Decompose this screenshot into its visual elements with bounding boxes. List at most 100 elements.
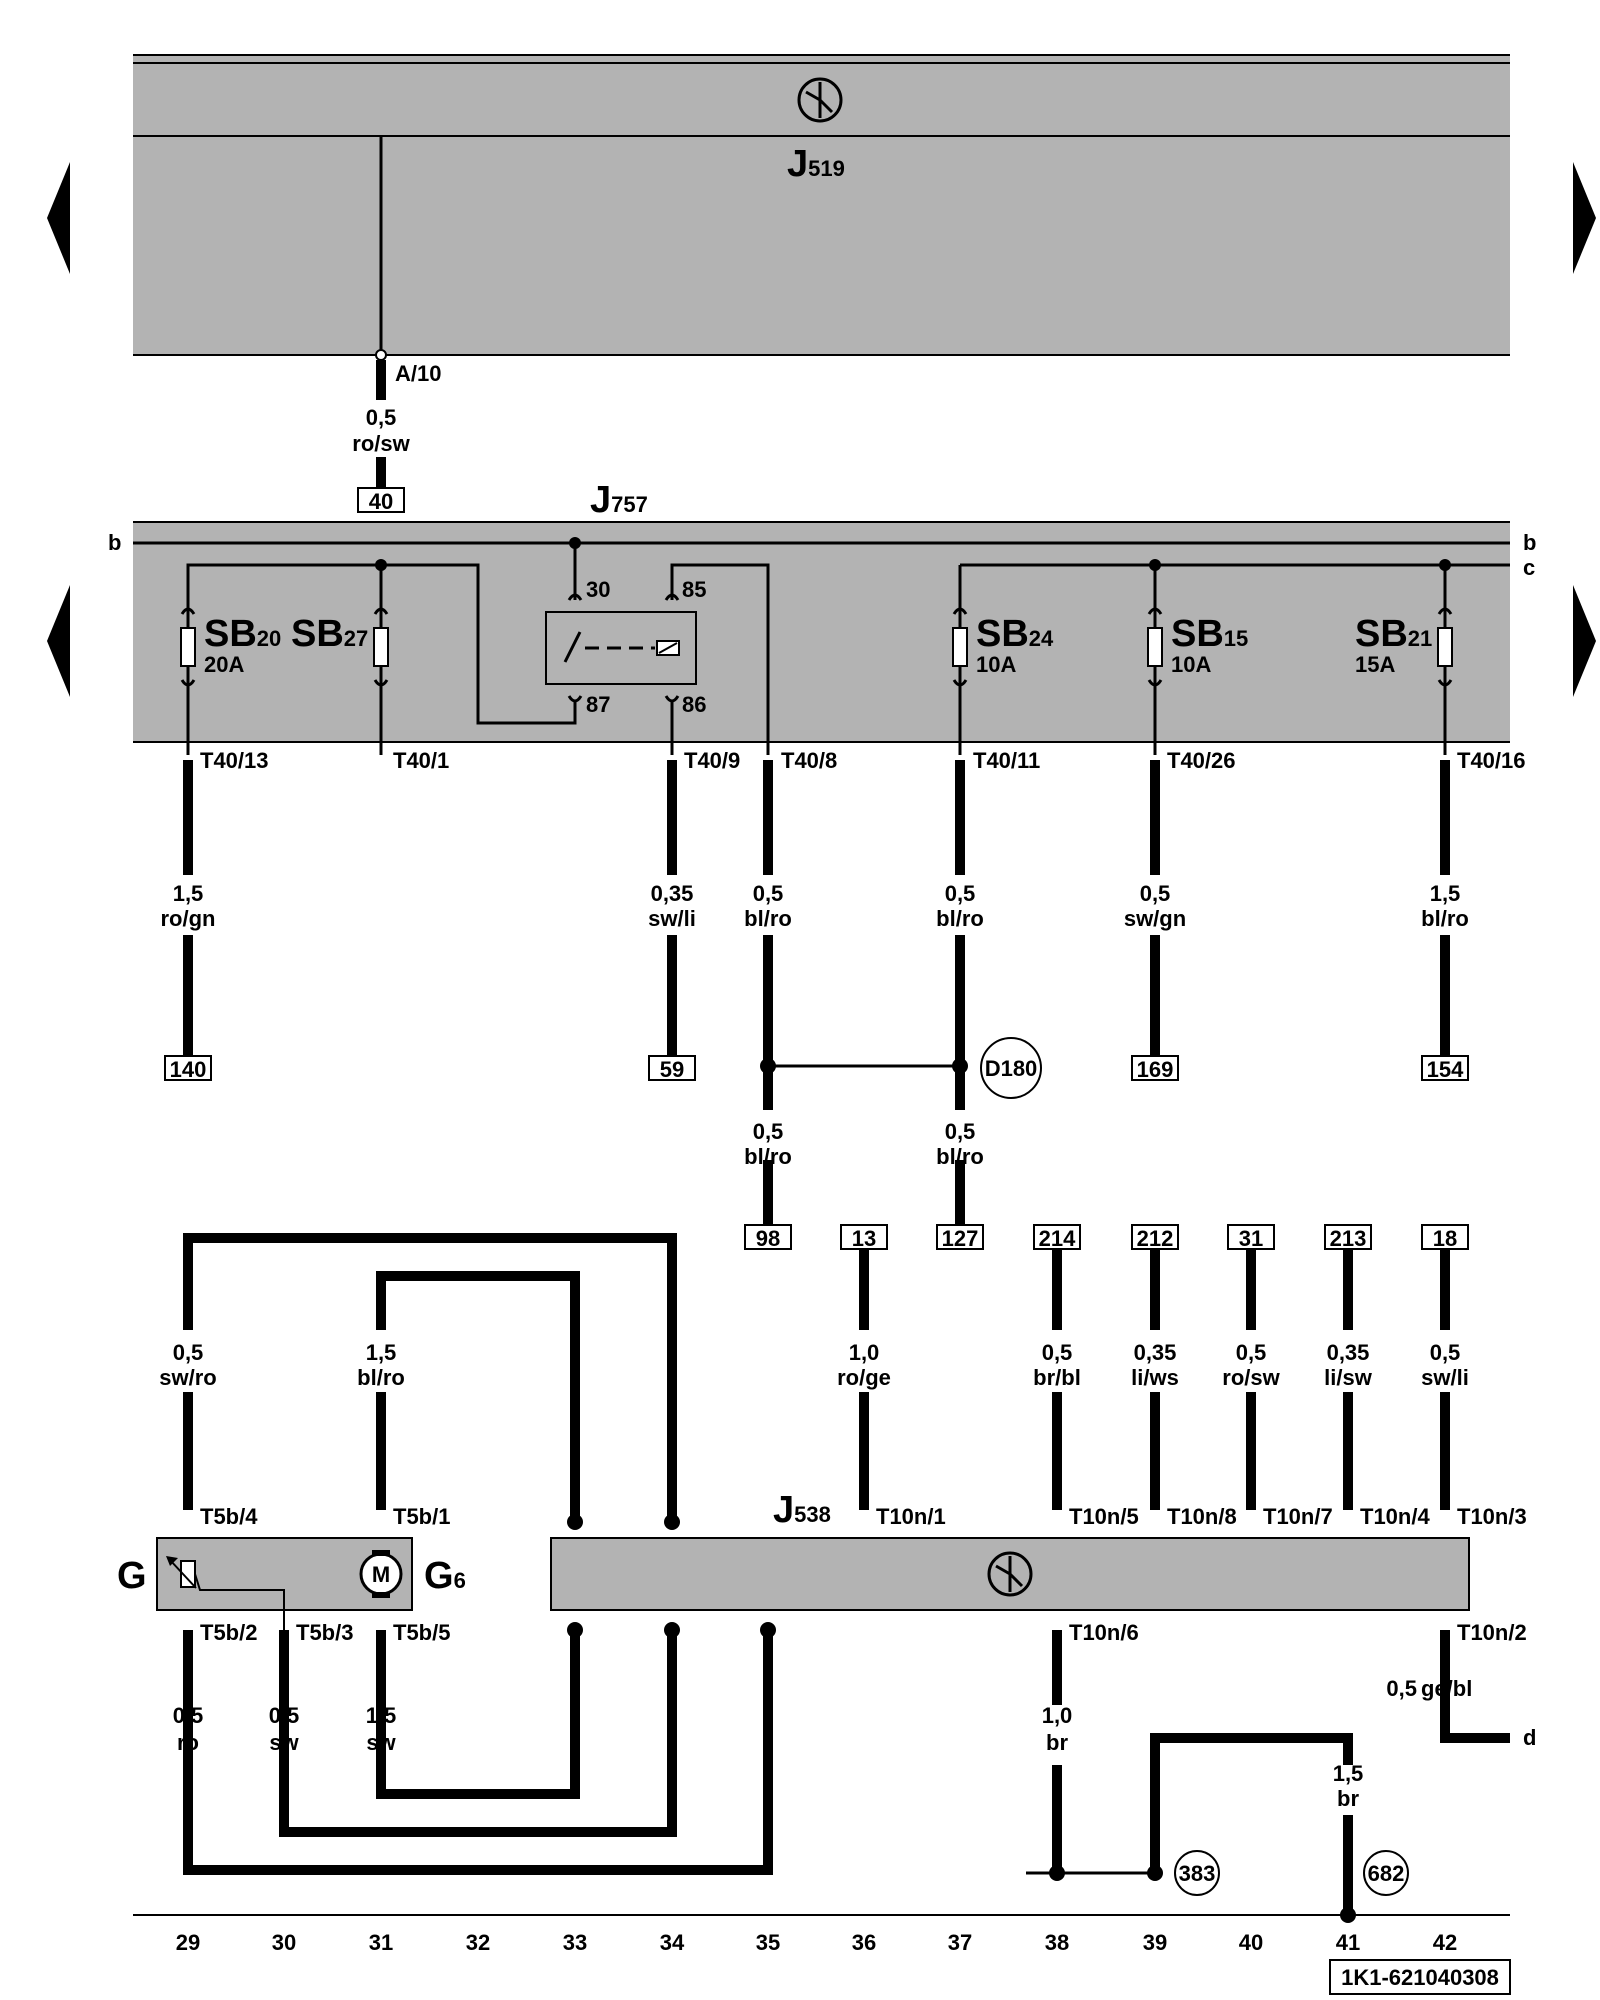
svg-text:0,5: 0,5 [269,1703,300,1728]
svg-text:10A: 10A [1171,652,1211,677]
page-next-arrow-top[interactable] [1573,162,1596,274]
motor-icon: M [359,1550,403,1598]
module-j519: J519 [133,54,1510,356]
svg-text:383: 383 [1179,1861,1216,1886]
module-j757: J757 [133,479,1510,743]
svg-text:SB21: SB21 [1355,613,1432,655]
svg-text:T40/8: T40/8 [781,748,837,773]
svg-text:br: br [1046,1730,1068,1755]
svg-text:sw: sw [366,1730,396,1755]
svg-text:0,5: 0,5 [753,881,784,906]
svg-text:33: 33 [563,1930,587,1955]
svg-text:35: 35 [756,1930,780,1955]
svg-text:140: 140 [170,1057,207,1082]
svg-text:T10n/1: T10n/1 [876,1504,946,1529]
svg-text:1,5: 1,5 [1333,1761,1364,1786]
wire-labels-j538-top: 1,0 ro/ge 0,5 br/bl 0,35 li/ws 0,5 ro/sw… [837,1340,1469,1390]
svg-text:ge/bl: ge/bl [1421,1676,1472,1701]
svg-text:20A: 20A [204,652,244,677]
svg-text:30: 30 [272,1930,296,1955]
svg-text:0,5: 0,5 [945,1119,976,1144]
svg-text:0,5: 0,5 [1140,881,1171,906]
relay-pin-86: 86 [682,692,706,717]
fuse-sb21: SB21 15A [1355,607,1453,687]
svg-text:0,35: 0,35 [1327,1340,1370,1365]
svg-text:13: 13 [852,1226,876,1251]
svg-text:1,5: 1,5 [366,1340,397,1365]
ground-point-d180: D180 [980,1037,1042,1099]
module-j757-label: J757 [590,479,648,521]
svg-text:127: 127 [942,1226,979,1251]
svg-text:169: 169 [1137,1057,1174,1082]
svg-text:bl/ro: bl/ro [936,906,984,931]
svg-text:34: 34 [660,1930,685,1955]
svg-text:br: br [1337,1786,1359,1811]
svg-text:T10n/8: T10n/8 [1167,1504,1237,1529]
svg-text:bl/ro: bl/ro [1421,906,1469,931]
svg-text:0,5: 0,5 [1042,1340,1073,1365]
svg-text:154: 154 [1427,1057,1464,1082]
svg-text:T5b/5: T5b/5 [393,1620,450,1645]
svg-text:214: 214 [1039,1226,1076,1251]
relay-pin-85: 85 [682,577,706,602]
svg-text:T10n/2: T10n/2 [1457,1620,1527,1645]
svg-text:br/bl: br/bl [1033,1365,1081,1390]
svg-text:0,5: 0,5 [1386,1676,1417,1701]
svg-text:SB24: SB24 [976,613,1054,655]
relay-pin-30: 30 [586,577,610,602]
svg-text:32: 32 [466,1930,490,1955]
svg-text:SB20: SB20 [204,613,281,655]
svg-text:1,5: 1,5 [1430,881,1461,906]
svg-text:T5b/4: T5b/4 [200,1504,258,1529]
module-j519-label: J519 [787,143,845,185]
svg-text:40: 40 [369,489,393,514]
svg-text:36: 36 [852,1930,876,1955]
svg-text:18: 18 [1433,1226,1457,1251]
svg-text:40: 40 [1239,1930,1263,1955]
page-prev-arrow-mid[interactable] [47,585,70,697]
svg-text:T10n/6: T10n/6 [1069,1620,1139,1645]
rail-b-left: b [108,530,121,555]
svg-text:1,0: 1,0 [1042,1703,1073,1728]
svg-text:213: 213 [1330,1226,1367,1251]
page-prev-arrow-top[interactable] [47,162,70,274]
control-unit-icon [797,77,843,123]
ref-boxes-row2: 98 13 127 214 212 31 213 18 [744,1224,1469,1251]
column-numbers: 29 30 31 32 33 34 35 36 37 38 39 40 41 4… [176,1930,1457,1955]
svg-text:li/sw: li/sw [1324,1365,1373,1390]
svg-text:0,35: 0,35 [651,881,694,906]
svg-text:T5b/3: T5b/3 [296,1620,353,1645]
ref-box: 59 [648,1055,696,1082]
svg-text:T40/9: T40/9 [684,748,740,773]
ref-box: 140 [164,1055,212,1082]
wire-labels-upper: 1,5 ro/gn 0,35 sw/li 0,5 bl/ro 0,5 bl/ro… [161,881,1469,1169]
svg-text:T40/1: T40/1 [393,748,449,773]
svg-text:31: 31 [369,1930,393,1955]
sensor-g-g6: M G G6 [117,1537,466,1630]
svg-text:38: 38 [1045,1930,1069,1955]
svg-text:T5b/2: T5b/2 [200,1620,257,1645]
svg-text:T10n/3: T10n/3 [1457,1504,1527,1529]
svg-text:T10n/4: T10n/4 [1360,1504,1430,1529]
svg-text:212: 212 [1137,1226,1174,1251]
svg-text:T40/16: T40/16 [1457,748,1526,773]
svg-text:sw/li: sw/li [648,906,696,931]
svg-text:SB27: SB27 [291,613,368,655]
svg-text:ro/ge: ro/ge [837,1365,891,1390]
svg-text:bl/ro: bl/ro [936,1144,984,1169]
page-next-arrow-mid[interactable] [1573,585,1596,697]
svg-text:41: 41 [1336,1930,1360,1955]
wire-loops-sensor [183,1233,773,1875]
fuse-sb20: SB20 20A [180,607,281,687]
wire-bundle-j538-bottom [1052,1630,1510,1915]
svg-text:ro/gn: ro/gn [161,906,216,931]
svg-text:1K1-621040308: 1K1-621040308 [1341,1965,1499,1990]
svg-text:15A: 15A [1355,652,1395,677]
wire-labels-sensor: 0,5 sw/ro 1,5 bl/ro 0,5 ro 0,5 sw 1,5 sw [159,1340,405,1755]
svg-text:li/ws: li/ws [1131,1365,1179,1390]
svg-text:sw/li: sw/li [1421,1365,1469,1390]
ground-point-383: 383 [1174,1850,1220,1896]
svg-text:bl/ro: bl/ro [744,906,792,931]
svg-text:D180: D180 [985,1056,1038,1081]
